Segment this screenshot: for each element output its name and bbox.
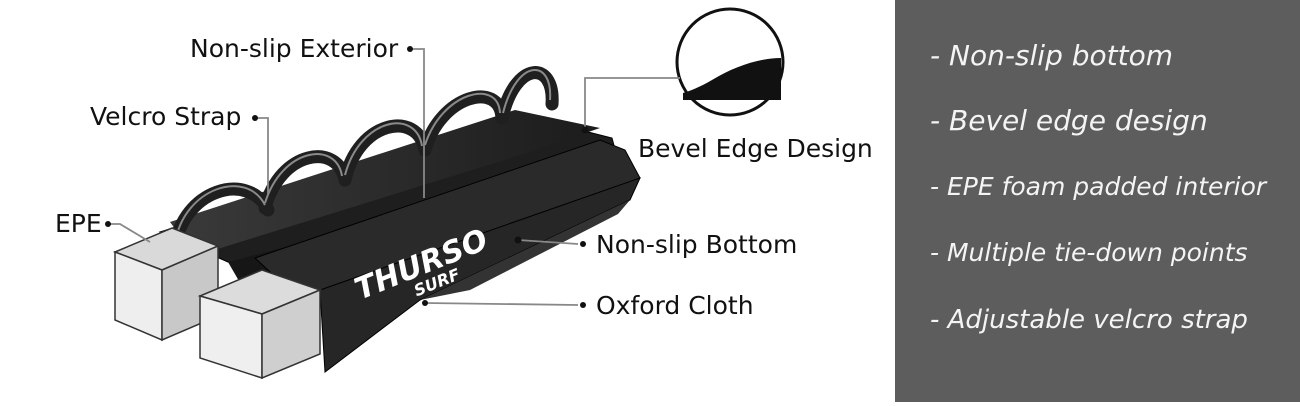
callout-non-slip-bottom: Non-slip Bottom (596, 230, 798, 259)
feature-item: - Adjustable velcro strap (930, 305, 1248, 335)
strap-highlights (174, 69, 552, 244)
callout-non-slip-exterior: Non-slip Exterior (190, 34, 399, 63)
front-pad (254, 139, 641, 373)
epe-foam-front (197, 269, 323, 380)
feature-item: - Multiple tie-down points (930, 238, 1248, 267)
product-diagram: THURSO SURF Non-slip Exterior (55, 7, 873, 380)
leader-lines (108, 48, 680, 306)
feature-item: - Non-slip bottom (930, 39, 1174, 72)
callout-epe: EPE (55, 209, 102, 238)
roof-rack-pad-illustration: THURSO SURF (105, 7, 785, 380)
callout-bevel-edge-design: Bevel Edge Design (638, 134, 873, 163)
feature-panel: - Non-slip bottom - Bevel edge design - … (895, 0, 1300, 402)
feature-item: - Bevel edge design (930, 104, 1208, 137)
leader-dots (105, 46, 589, 308)
callout-velcro-strap: Velcro Strap (90, 102, 242, 131)
feature-item: - EPE foam padded interior (930, 172, 1267, 201)
bevel-edge-inset (675, 7, 785, 117)
callout-oxford-cloth: Oxford Cloth (596, 291, 754, 320)
